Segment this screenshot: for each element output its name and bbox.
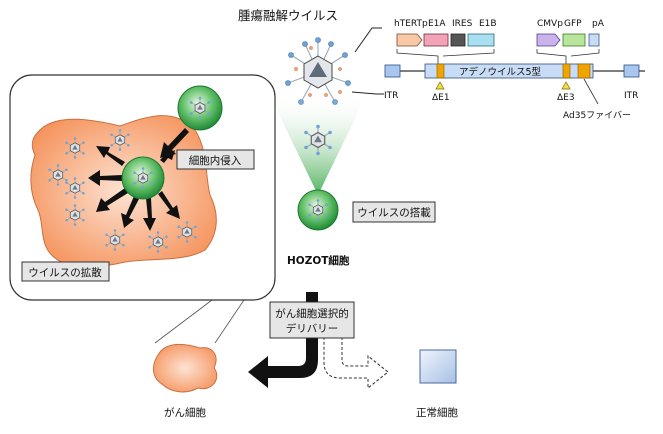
htertp-promoter-arrow (396, 33, 423, 47)
invasion-arrow (160, 128, 189, 158)
label-normal-cell: 正常細胞 (416, 406, 458, 419)
delta-e3-marker (561, 81, 571, 90)
gfp-gene-box (562, 33, 586, 47)
e3-insert-block (562, 63, 571, 79)
ad35-fiber-block (577, 63, 591, 79)
label-virus-loading: ウイルスの搭載 (357, 206, 431, 219)
title-oncolytic-virus: 腫瘍融解ウイルス (238, 8, 338, 23)
label-delta-e1: ΔE1 (432, 93, 450, 103)
genome-connector-lines (351, 27, 384, 95)
delivery-box (269, 301, 355, 339)
invasion-box (176, 149, 255, 170)
hozot-cell (297, 189, 339, 231)
e1-insert-block (436, 63, 445, 79)
label-cmvp: CMVp (537, 19, 563, 29)
genome-label: アデノウイルス5型 (459, 66, 542, 78)
label-delivery-line2: デリバリー (286, 322, 339, 335)
label-invasion: 細胞内侵入 (189, 154, 242, 167)
label-pa: pA (592, 19, 605, 29)
adenovirus-genome-construct: hTERTp E1A IRES E1B CMVp GFP pA アデノウイルス5 (384, 19, 645, 121)
label-ad35-fiber: Ad35ファイバー (563, 110, 631, 121)
adenovirus-genome-bar (424, 63, 594, 79)
label-htertp: hTERTp (394, 19, 428, 29)
itr-left-box (384, 64, 401, 78)
virus-loading-box (352, 201, 436, 223)
label-gfp: GFP (564, 19, 582, 29)
pa-box (588, 33, 600, 47)
ires-box (450, 33, 466, 47)
label-e1a: E1A (428, 19, 446, 29)
e1b-gene-box (467, 33, 495, 47)
itr-right-box (623, 64, 640, 78)
label-delivery-line1: がん細胞選択的 (275, 307, 349, 320)
label-delta-e3: ΔE3 (557, 93, 575, 103)
e1a-gene-box (423, 33, 449, 47)
spread-box (21, 261, 110, 282)
label-spread: ウイルスの拡散 (28, 266, 102, 279)
label-e1b: E1B (479, 19, 497, 29)
delivery-arrow-cancer (248, 292, 318, 388)
label-ires: IRES (452, 19, 473, 29)
infected-hozot-cell (121, 156, 165, 200)
delta-e1-marker (435, 81, 445, 90)
label-itr-right: ITR (624, 91, 638, 101)
incoming-hozot-cell (177, 85, 223, 131)
cmvp-promoter-arrow (536, 33, 561, 47)
spread-arrows (88, 146, 180, 231)
normal-cell (419, 349, 457, 384)
label-hozot-cell: HOZOT細胞 (287, 254, 350, 267)
cancer-cell-small (153, 343, 218, 393)
label-itr-left: ITR (384, 91, 398, 101)
label-cancer-cell: がん細胞 (164, 406, 206, 419)
